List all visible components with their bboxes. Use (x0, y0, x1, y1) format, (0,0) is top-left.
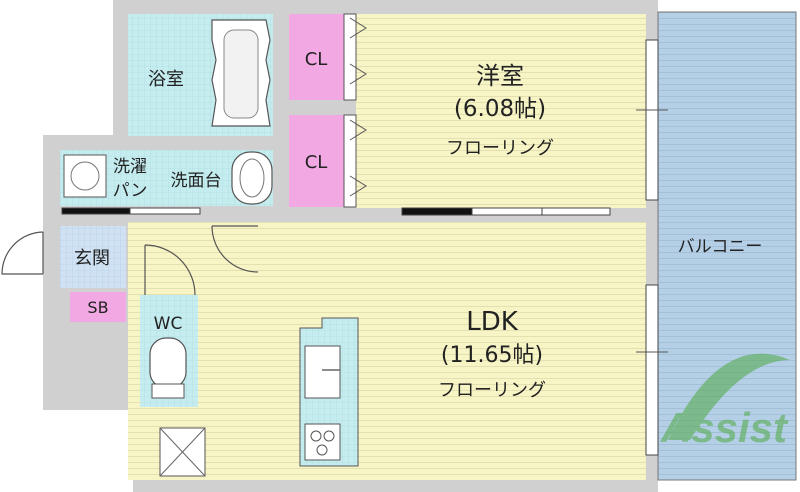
toilet-label: WC (154, 314, 183, 334)
toilet-room: WC (140, 244, 198, 407)
ldk-floor: フローリング (438, 380, 546, 401)
stove-icon (304, 423, 341, 461)
shoe-box-label: SB (87, 298, 108, 317)
bathroom-label: 浴室 (148, 69, 184, 90)
kitchen-counter (299, 317, 359, 467)
ldk-room: LDK (11.65帖) フローリング (128, 222, 646, 480)
assist-watermark-logo: Assist (660, 353, 790, 451)
western-room-floor: フローリング (446, 138, 554, 159)
washer-label-line1: 洗濯 (113, 157, 147, 177)
ldk-size: (11.65帖) (441, 343, 543, 368)
toilet-door-swing (144, 244, 196, 296)
storage-box (159, 427, 206, 477)
western-room-name: 洋室 (476, 62, 524, 90)
washbasin-label: 洗面台 (171, 171, 222, 191)
watermark-text: Assist (660, 404, 789, 451)
bathroom: 浴室 (128, 14, 273, 136)
western-room: 洋室 (6.08帖) フローリング (356, 14, 646, 208)
closet-bottom-label: CL (305, 152, 328, 173)
closet-bottom: CL (289, 115, 344, 207)
closet-top-label: CL (305, 49, 328, 70)
entrance-door-swing (1, 231, 44, 275)
windows (61, 39, 668, 456)
balcony-label: バルコニー (678, 237, 763, 257)
closet-doors (343, 13, 367, 208)
ldk-name: LDK (466, 307, 519, 337)
entrance: 玄関 SB (1, 226, 126, 322)
ldk-door-swing (211, 225, 259, 273)
washbasin-icon (231, 151, 273, 205)
closet-top: CL (289, 14, 344, 100)
washroom: 洗濯 パン 洗面台 (60, 150, 273, 206)
western-room-size: (6.08帖) (454, 96, 546, 122)
toilet-icon (149, 337, 187, 399)
sink-icon (304, 345, 341, 399)
washing-machine-pan-icon (63, 154, 107, 198)
washer-label-line2: パン (113, 181, 148, 201)
entrance-label: 玄関 (74, 248, 110, 269)
balcony-area: バルコニー (657, 11, 797, 481)
